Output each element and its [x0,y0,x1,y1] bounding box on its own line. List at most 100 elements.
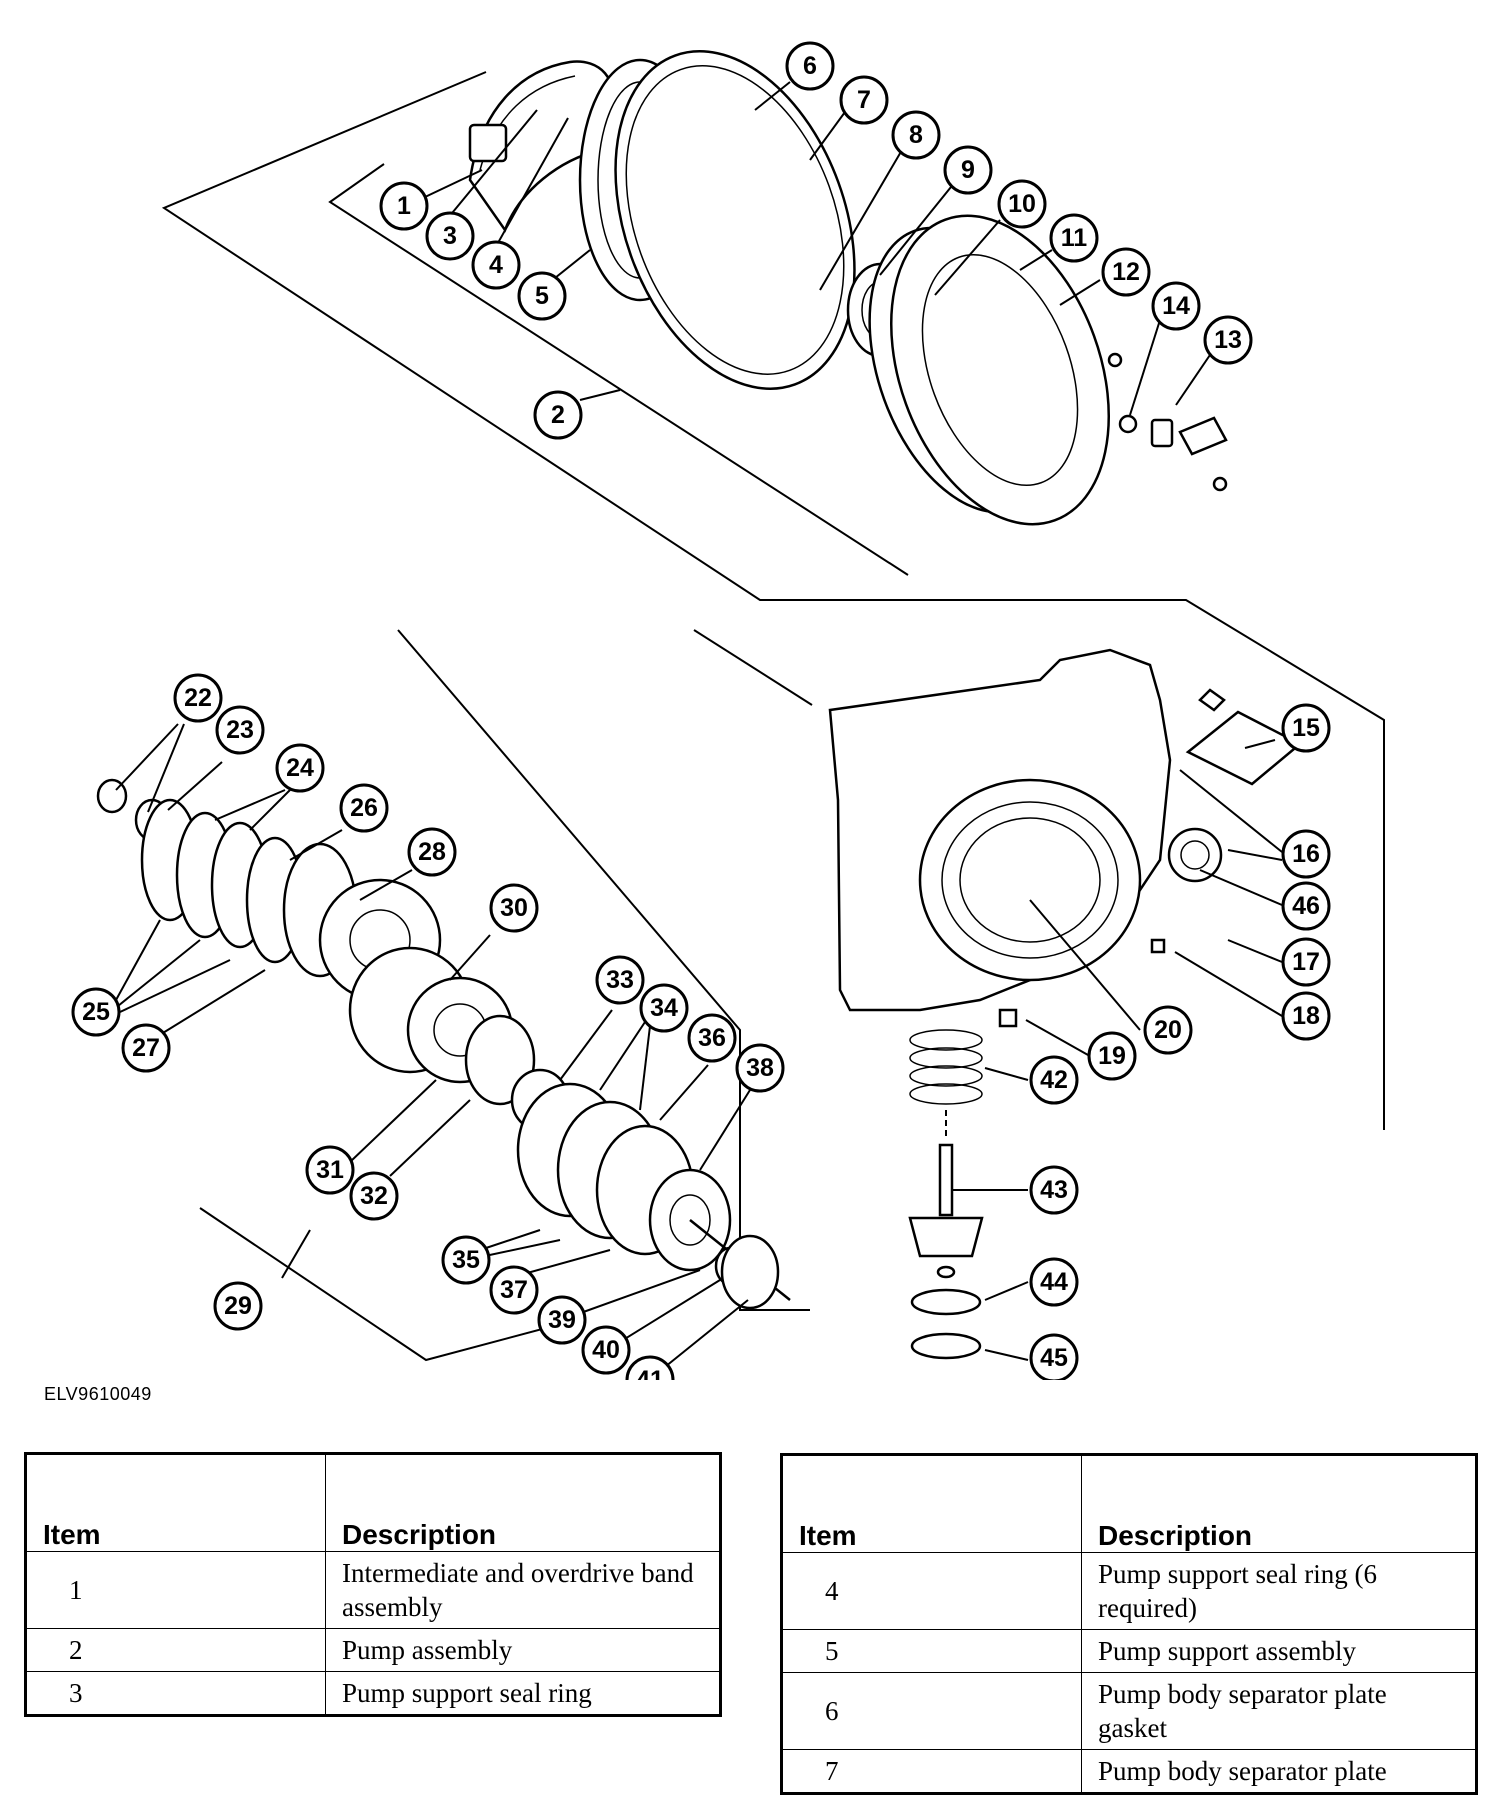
item-description: Pump support seal ring [325,1671,721,1716]
pump-body-part [868,214,1110,526]
callout-2: 2 [533,390,583,440]
band-assembly-part [468,60,614,233]
callout-4: 4 [471,240,521,290]
callout-31: 31 [305,1145,355,1195]
callout-41: 41 [625,1355,675,1380]
svg-text:19: 19 [1098,1042,1126,1070]
clutch-pack-lower-part [348,946,791,1310]
svg-text:23: 23 [226,716,254,744]
column-header-description: Description [1081,1454,1477,1553]
table-row: 1 Intermediate and overdrive band assemb… [25,1551,721,1629]
svg-text:36: 36 [698,1024,726,1052]
pump-assembly-bracket [161,71,1385,1362]
small-fittings-part [1107,352,1228,492]
callout-3: 3 [425,211,475,261]
svg-text:1: 1 [397,192,411,220]
callout-14: 14 [1151,281,1201,331]
callout-8: 8 [891,110,941,160]
svg-text:28: 28 [418,838,446,866]
callout-13: 13 [1203,315,1253,365]
svg-text:25: 25 [82,998,110,1026]
svg-text:9: 9 [961,156,975,184]
svg-text:13: 13 [1214,326,1242,354]
svg-text:44: 44 [1040,1268,1068,1296]
table-row: 6 Pump body separator plate gasket [781,1672,1477,1750]
svg-text:15: 15 [1292,714,1320,742]
callout-11: 11 [1049,213,1099,263]
svg-text:26: 26 [350,794,378,822]
column-header-description: Description [325,1453,721,1552]
svg-text:7: 7 [857,86,871,114]
svg-text:16: 16 [1292,840,1320,868]
callout-25: 25 [71,987,121,1037]
item-number: 3 [25,1671,326,1716]
svg-text:29: 29 [224,1292,252,1320]
callout-10: 10 [997,179,1047,229]
callout-38: 38 [735,1043,785,1093]
callout-39: 39 [537,1295,587,1345]
callout-20: 20 [1143,1005,1193,1055]
item-number: 1 [25,1551,326,1629]
item-description: Pump body separator plate [1081,1749,1477,1794]
svg-text:8: 8 [909,121,923,149]
callout-22: 22 [173,673,223,723]
svg-text:18: 18 [1292,1002,1320,1030]
callout-5: 5 [517,271,567,321]
svg-text:6: 6 [803,52,817,80]
leader-lines [115,81,1283,1376]
column-header-item: Item [25,1453,326,1552]
item-number: 2 [25,1628,326,1672]
callout-32: 32 [349,1171,399,1221]
callout-12: 12 [1101,247,1151,297]
item-description: Pump body separator plate gasket [1081,1672,1477,1750]
callout-9: 9 [943,145,993,195]
svg-text:10: 10 [1008,190,1036,218]
callout-44: 44 [1029,1257,1079,1307]
callout-7: 7 [839,75,889,125]
svg-text:43: 43 [1040,1176,1068,1204]
callout-43: 43 [1029,1165,1079,1215]
svg-text:34: 34 [650,994,678,1022]
svg-text:31: 31 [316,1156,344,1184]
svg-text:40: 40 [592,1336,620,1364]
svg-text:42: 42 [1040,1066,1068,1094]
svg-text:33: 33 [606,966,634,994]
callout-33: 33 [595,955,645,1005]
table-row: 4 Pump support seal ring (6 required) [781,1552,1477,1630]
callout-42: 42 [1029,1055,1079,1105]
table-row: 2 Pump assembly [25,1628,721,1672]
item-description: Intermediate and overdrive band assembly [325,1551,721,1629]
callout-19: 19 [1087,1031,1137,1081]
table-row: 7 Pump body separator plate [781,1749,1477,1794]
callout-15: 15 [1281,703,1331,753]
item-table-right: Item Description 4 Pump support seal rin… [780,1453,1478,1795]
svg-text:37: 37 [500,1276,528,1304]
svg-text:39: 39 [548,1306,576,1334]
svg-text:11: 11 [1061,224,1088,252]
callout-23: 23 [215,705,265,755]
item-number: 6 [781,1672,1082,1750]
callout-17: 17 [1281,937,1331,987]
svg-text:14: 14 [1162,292,1190,320]
svg-text:35: 35 [452,1246,480,1274]
svg-text:41: 41 [636,1366,664,1380]
item-description: Pump assembly [325,1628,721,1672]
figure-code: ELV9610049 [44,1384,152,1404]
table-header-row: Item Description [25,1453,721,1552]
svg-text:30: 30 [500,894,528,922]
callout-27: 27 [121,1023,171,1073]
callout-46: 46 [1281,881,1331,931]
callout-30: 30 [489,883,539,933]
spring-piston-part [908,1029,984,1360]
svg-text:38: 38 [746,1054,774,1082]
svg-text:3: 3 [443,222,457,250]
svg-text:12: 12 [1112,258,1140,286]
item-number: 4 [781,1552,1082,1630]
svg-text:22: 22 [184,684,212,712]
callout-6: 6 [785,41,835,91]
callout-34: 34 [639,983,689,1033]
column-header-item: Item [781,1454,1082,1553]
table-header-row: Item Description [781,1454,1477,1553]
svg-text:17: 17 [1292,948,1320,976]
item-number: 5 [781,1629,1082,1673]
